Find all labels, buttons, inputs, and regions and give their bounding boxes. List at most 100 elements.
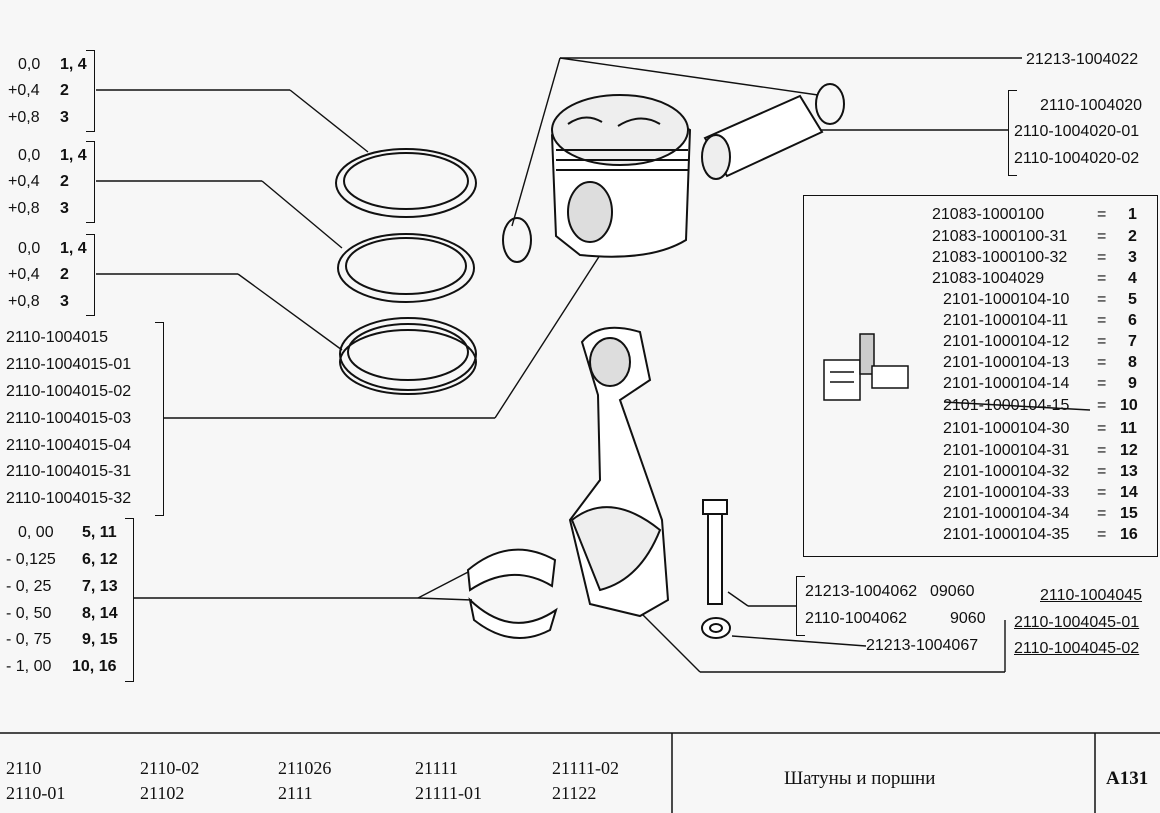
bolt-code: 21213-1004062 — [805, 583, 918, 600]
leader-ringset-b — [494, 251, 603, 419]
leader-circlip-c — [559, 57, 819, 96]
bearing-nums: 8, 14 — [82, 605, 118, 622]
ring-size: +0,4 — [8, 173, 40, 190]
ring-set-code: 2110-1004015-01 — [6, 356, 132, 373]
ring-set-code: 2110-1004015 — [6, 329, 109, 346]
leader-ring-1b — [289, 89, 369, 153]
table-num: 16 — [1120, 526, 1138, 543]
rod-code: 2110-1004045-01 — [1014, 614, 1140, 631]
table-num: 8 — [1128, 354, 1137, 371]
ring-nums: 3 — [60, 200, 69, 217]
piston-pin — [701, 94, 824, 180]
ring-set-code: 2110-1004015-03 — [6, 410, 132, 427]
ring-size: +0,8 — [8, 200, 40, 217]
table-code: 21083-1004029 — [932, 270, 1045, 287]
table-num: 3 — [1128, 249, 1137, 266]
strikethrough-line — [943, 401, 1091, 411]
leader-ring-3b — [237, 273, 343, 351]
connecting-rod — [568, 326, 670, 618]
table-code: 2101-1000104-32 — [943, 463, 1070, 480]
bolt-num: 09060 — [930, 583, 975, 600]
piston — [550, 94, 692, 258]
table-eq: = — [1097, 484, 1107, 501]
table-num: 7 — [1128, 333, 1137, 350]
model-code: 211026 — [278, 758, 332, 778]
bearing-size: - 1, 00 — [6, 658, 52, 675]
model-code: 21111-02 — [552, 758, 619, 778]
table-eq: = — [1097, 270, 1107, 287]
table-num: 4 — [1128, 270, 1137, 287]
table-num: 11 — [1120, 420, 1137, 437]
ring-set-code: 2110-1004015-02 — [6, 383, 132, 400]
table-eq: = — [1097, 420, 1107, 437]
piston-number-table — [803, 195, 1158, 557]
table-eq: = — [1097, 442, 1107, 459]
rod-code: 2110-1004045 — [1040, 587, 1143, 604]
table-code: 2101-1000104-30 — [943, 420, 1070, 437]
piston-rings — [335, 148, 477, 395]
table-num: 9 — [1128, 375, 1137, 392]
rod-code: 2110-1004045-02 — [1014, 640, 1140, 657]
page-title: Шатуны и поршни — [784, 768, 936, 789]
table-eq: = — [1097, 249, 1107, 266]
ring-nums: 2 — [60, 173, 69, 190]
leader-bearing-c — [417, 597, 473, 601]
table-eq: = — [1097, 291, 1107, 308]
circlip-code: 21213-1004022 — [1026, 51, 1139, 68]
ring-size: 0,0 — [18, 56, 41, 73]
bracket — [86, 141, 95, 223]
bolt-code: 2110-1004062 — [805, 610, 908, 627]
table-num: 12 — [1120, 442, 1138, 459]
table-code: 2101-1000104-12 — [943, 333, 1070, 350]
table-code: 2101-1000104-11 — [943, 312, 1069, 329]
bearing-size: 0, 00 — [18, 524, 54, 541]
model-code: 2111 — [278, 783, 313, 803]
ring-nums: 2 — [60, 82, 69, 99]
bearing-size: - 0, 75 — [6, 631, 52, 648]
table-num: 6 — [1128, 312, 1137, 329]
bearing-nums: 5, 11 — [82, 524, 117, 541]
ring-set-code: 2110-1004015-32 — [6, 490, 132, 507]
table-num: 10 — [1120, 397, 1138, 414]
table-code: 2101-1000104-10 — [943, 291, 1070, 308]
table-eq: = — [1097, 505, 1107, 522]
bracket — [86, 234, 95, 316]
table-code: 21083-1000100 — [932, 206, 1045, 223]
ring-nums: 1, 4 — [60, 147, 87, 164]
bearing-nums: 6, 12 — [82, 551, 118, 568]
nut-code: 21213-1004067 — [866, 637, 979, 654]
ring-nums: 3 — [60, 109, 69, 126]
bearing-nums: 10, 16 — [72, 658, 117, 675]
pin-code: 2110-1004020-02 — [1014, 150, 1140, 167]
bracket — [155, 322, 164, 516]
leader-nut — [731, 635, 867, 647]
ring-set-code: 2110-1004015-04 — [6, 437, 132, 454]
table-eq: = — [1097, 354, 1107, 371]
ring-size: 0,0 — [18, 147, 41, 164]
ring-size: +0,8 — [8, 109, 40, 126]
table-code: 2101-1000104-33 — [943, 484, 1070, 501]
bracket — [86, 50, 95, 132]
ring-size: +0,4 — [8, 82, 40, 99]
table-num: 1 — [1128, 206, 1137, 223]
model-code: 2110-02 — [140, 758, 200, 778]
model-code: 21111-01 — [415, 783, 482, 803]
table-eq: = — [1097, 312, 1107, 329]
bracket — [1008, 90, 1017, 176]
bracket — [125, 518, 134, 682]
leader-rod — [639, 611, 701, 673]
piston-marking-icon — [823, 333, 909, 401]
ring-set-code: 2110-1004015-31 — [6, 463, 132, 480]
model-code: 2110 — [6, 758, 42, 778]
pin-code: 2110-1004020 — [1040, 97, 1143, 114]
bearing-size: - 0, 25 — [6, 578, 52, 595]
bearing-shells — [466, 548, 558, 639]
ring-size: +0,4 — [8, 266, 40, 283]
table-num: 14 — [1120, 484, 1138, 501]
ring-size: +0,8 — [8, 293, 40, 310]
page-number: A131 — [1106, 768, 1149, 789]
bearing-nums: 9, 15 — [82, 631, 118, 648]
table-code: 21083-1000100-32 — [932, 249, 1068, 266]
table-eq: = — [1097, 526, 1107, 543]
model-code: 21122 — [552, 783, 597, 803]
